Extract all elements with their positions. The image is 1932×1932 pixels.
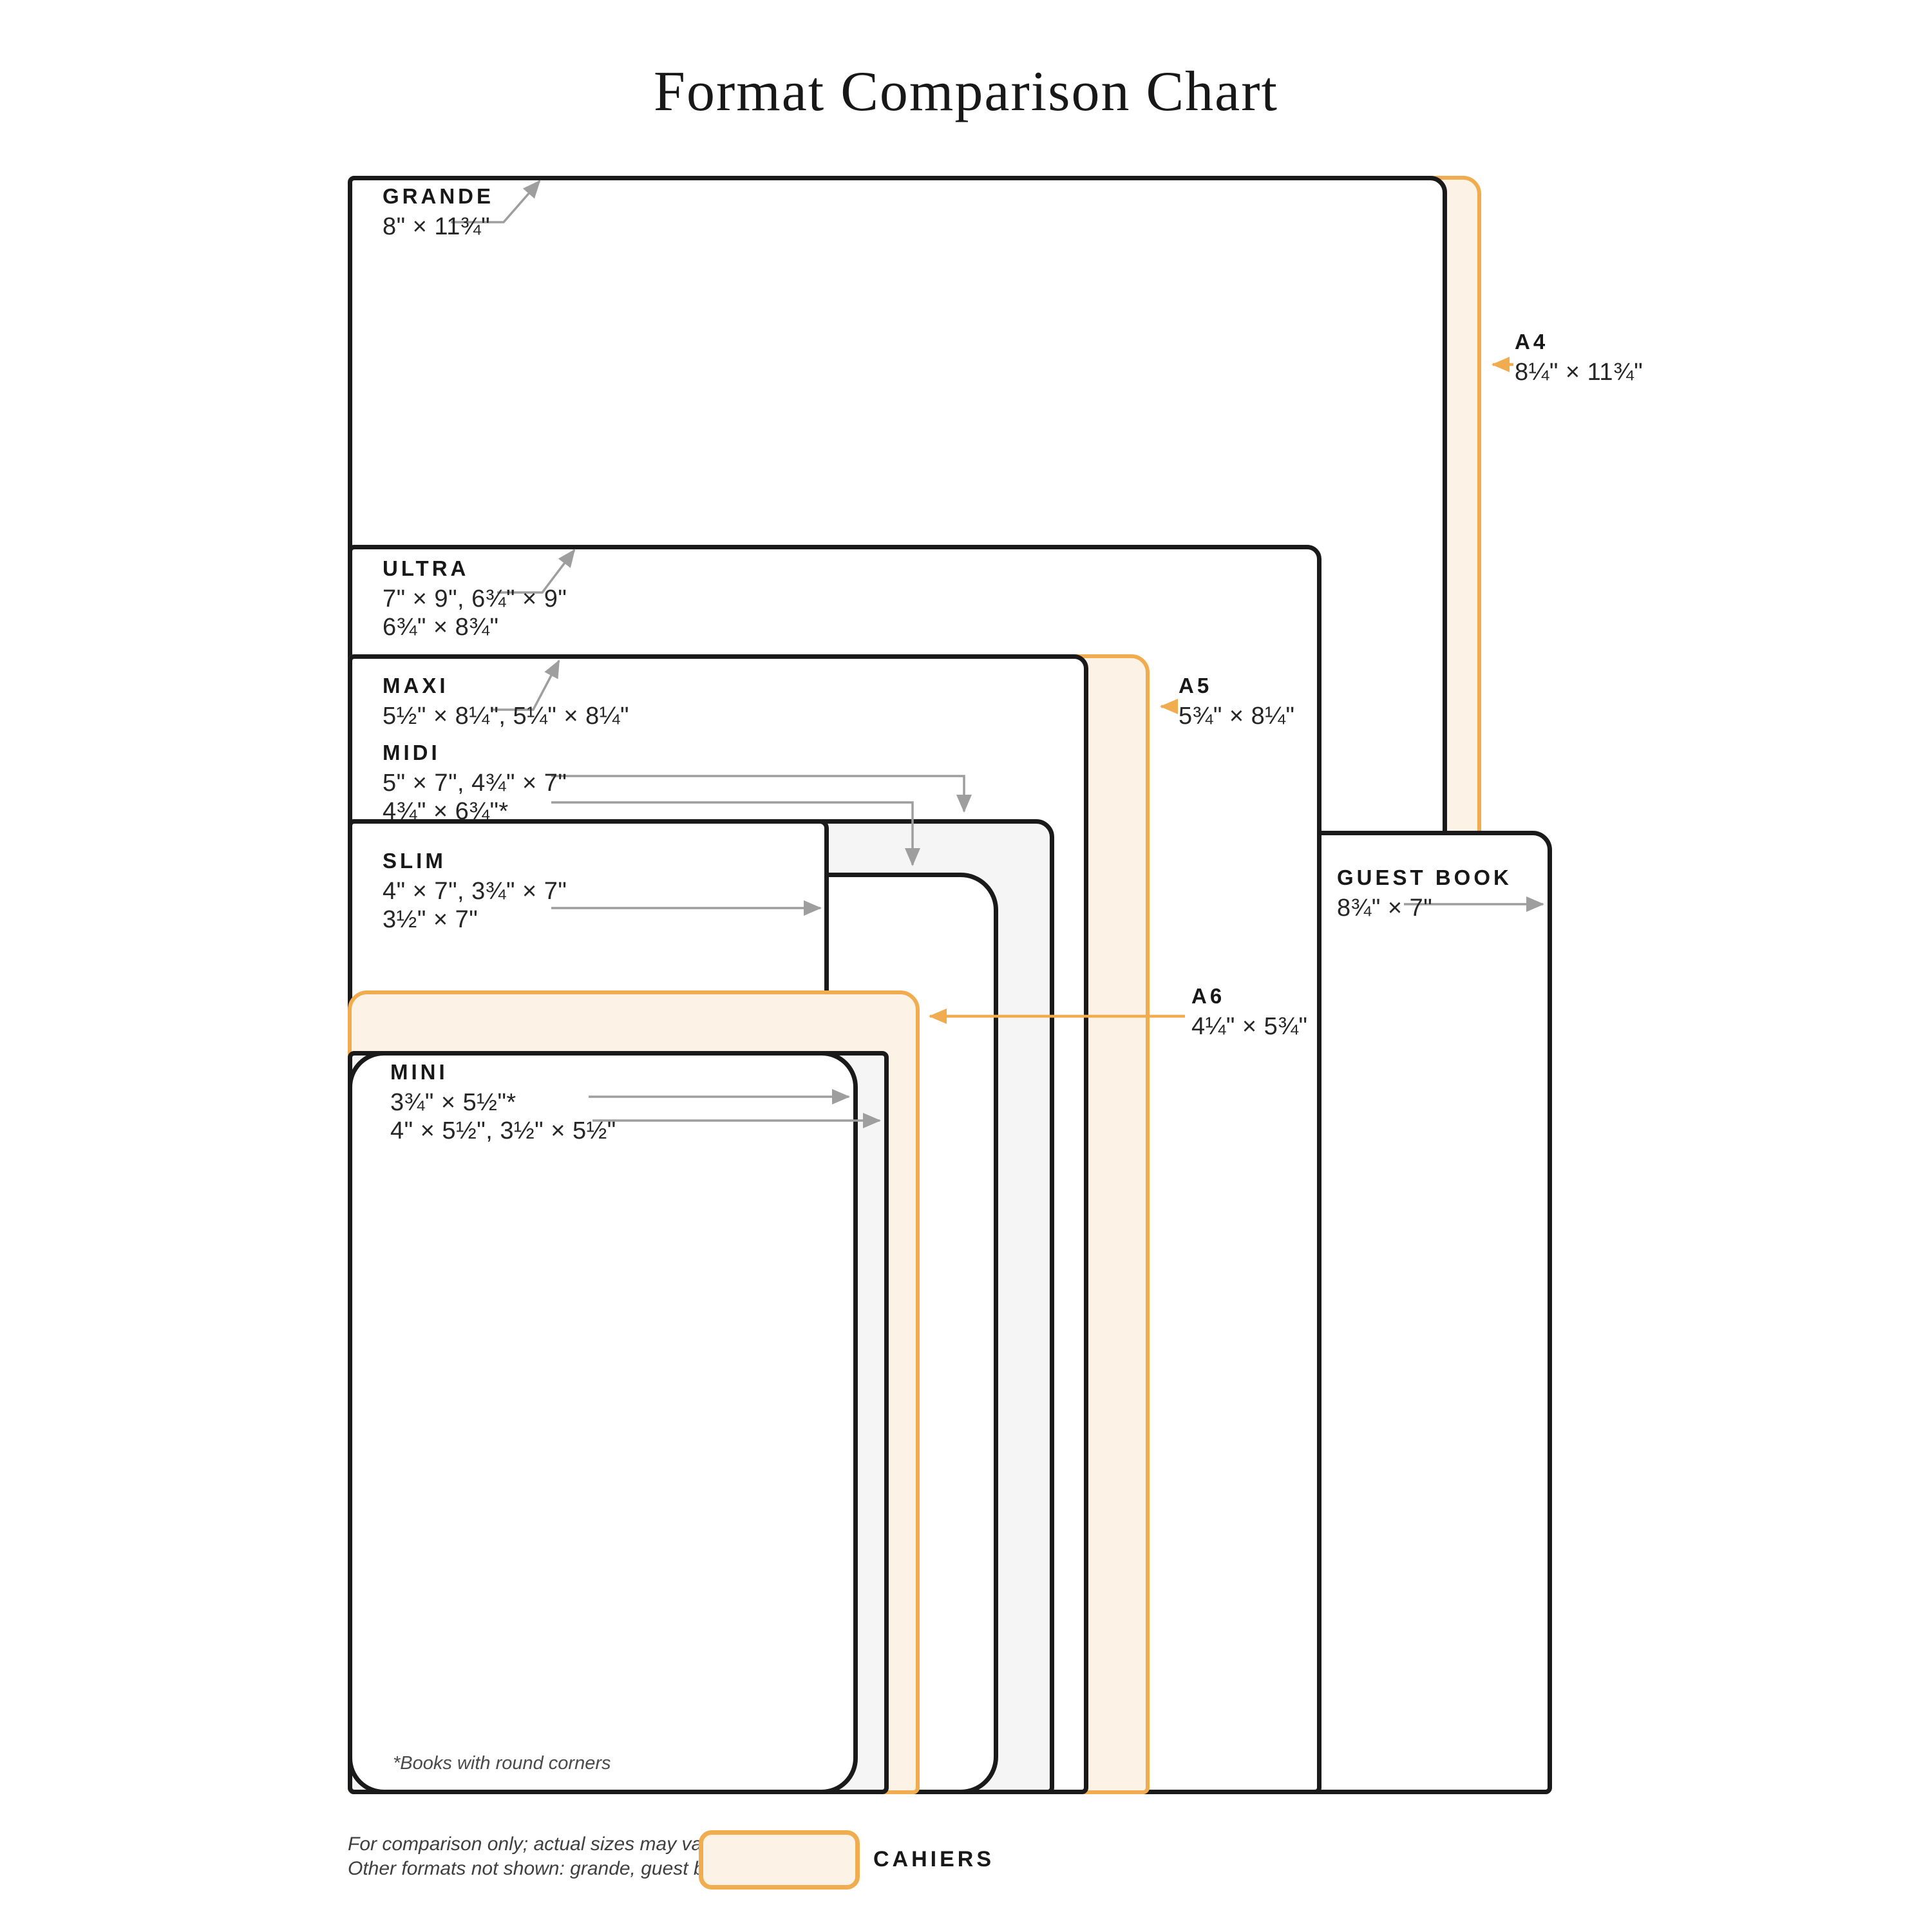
round-corners-note: *Books with round corners <box>393 1753 611 1774</box>
mini-dims-2: 4" × 5½", 3½" × 5½" <box>390 1117 616 1144</box>
guest-book-label: GUEST BOOK 8¾" × 7" <box>1337 866 1512 922</box>
a6-label: A6 4¼" × 5¾" <box>1191 984 1307 1041</box>
slim-label: SLIM 4" × 7", 3¾" × 7" 3½" × 7" <box>383 849 567 934</box>
a6-name: A6 <box>1191 984 1226 1008</box>
a4-dims: 8¼" × 11¾" <box>1515 359 1643 386</box>
a6-dims: 4¼" × 5¾" <box>1191 1013 1308 1040</box>
guest-book-name: GUEST BOOK <box>1337 866 1512 889</box>
ultra-dims-2: 6¾" × 8¾" <box>383 614 499 641</box>
footer-line-1: For comparison only; actual sizes may va… <box>348 1833 719 1855</box>
a5-name: A5 <box>1179 674 1213 697</box>
cahiers-legend-swatch <box>699 1830 860 1889</box>
grande-name: GRANDE <box>383 184 495 208</box>
guest-book-dims: 8¾" × 7" <box>1337 895 1433 922</box>
ultra-name: ULTRA <box>383 556 469 580</box>
slim-dims-1: 4" × 7", 3¾" × 7" <box>383 878 567 905</box>
midi-name: MIDI <box>383 741 440 764</box>
midi-dims-2: 4¾" × 6¾"* <box>383 798 509 825</box>
cahiers-legend-label: CAHIERS <box>873 1847 995 1871</box>
maxi-dims: 5½" × 8¼", 5¼" × 8¼" <box>383 703 629 730</box>
mini-dims-1: 3¾" × 5½"* <box>390 1089 516 1116</box>
mini-label: MINI 3¾" × 5½"* 4" × 5½", 3½" × 5½" <box>390 1060 616 1145</box>
midi-dims-1: 5" × 7", 4¾" × 7" <box>383 770 567 797</box>
a5-label: A5 5¾" × 8¼" <box>1179 674 1294 730</box>
ultra-dims-1: 7" × 9", 6¾" × 9" <box>383 585 567 612</box>
ultra-label: ULTRA 7" × 9", 6¾" × 9" 6¾" × 8¾" <box>383 556 567 641</box>
mini-round-outline <box>348 1051 858 1794</box>
slim-dims-2: 3½" × 7" <box>383 906 478 933</box>
grande-dims: 8" × 11¾" <box>383 213 491 240</box>
maxi-label: MAXI 5½" × 8¼", 5¼" × 8¼" <box>383 674 629 730</box>
maxi-name: MAXI <box>383 674 449 697</box>
mini-name: MINI <box>390 1060 448 1084</box>
a5-dims: 5¾" × 8¼" <box>1179 703 1295 730</box>
grande-label: GRANDE 8" × 11¾" <box>383 184 494 241</box>
midi-label: MIDI 5" × 7", 4¾" × 7" 4¾" × 6¾"* <box>383 741 567 826</box>
a4-name: A4 <box>1515 330 1549 354</box>
a4-label: A4 8¼" × 11¾" <box>1515 330 1643 386</box>
slim-name: SLIM <box>383 849 446 873</box>
page-title: Format Comparison Chart <box>654 61 1278 123</box>
